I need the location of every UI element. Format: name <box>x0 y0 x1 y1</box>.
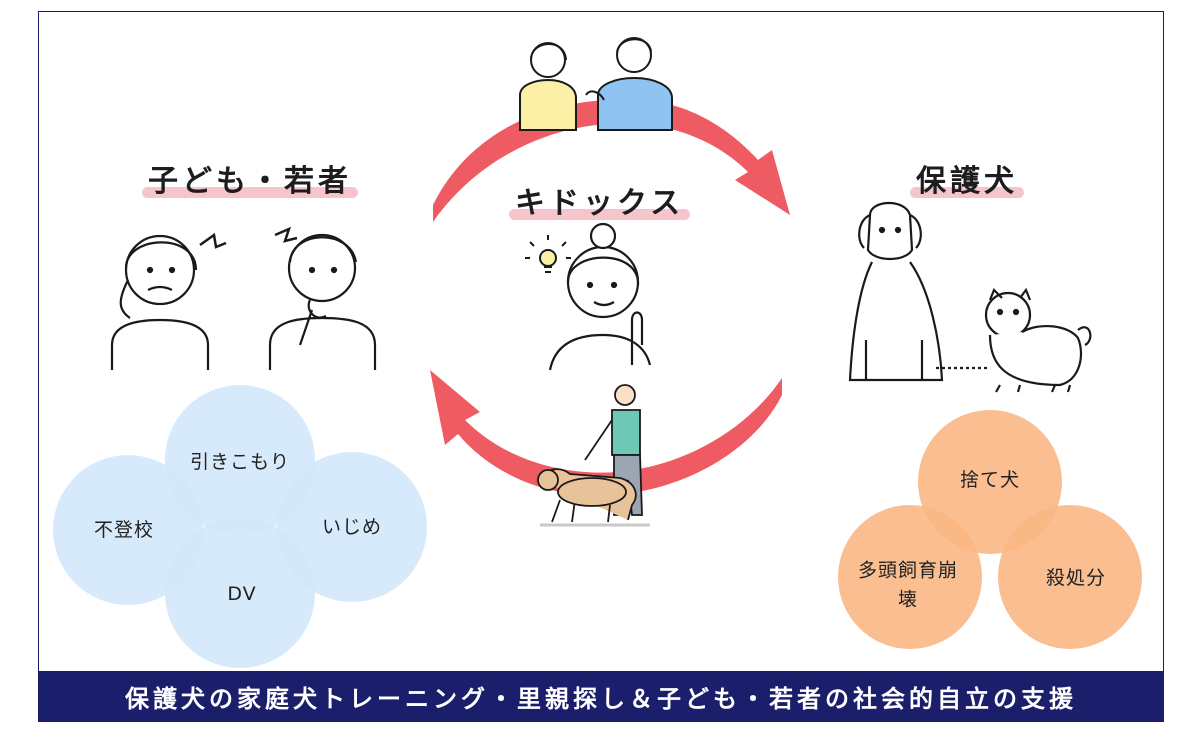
bottom-arrow <box>430 370 782 496</box>
lightbulb-icon <box>525 235 571 273</box>
youth-issue-circles <box>53 385 427 668</box>
confused-girl-icon <box>110 232 227 370</box>
issue-dv: DV <box>227 582 257 605</box>
worried-boy-icon <box>268 226 377 370</box>
issue-ijime: いじめ <box>321 515 383 538</box>
issue-multi-dog-hoarding: 多頭飼育崩壊 <box>857 559 958 611</box>
issue-futoko: 不登校 <box>93 518 155 541</box>
issue-culling: 殺処分 <box>1045 566 1107 589</box>
small-dog-icon <box>984 287 1092 393</box>
woman-idea-icon <box>548 222 652 371</box>
heading-kidox: キドックス <box>509 178 691 222</box>
bottom-banner: 保護犬の家庭犬トレーニング・里親探し＆子ども・若者の社会的自立の支援 <box>38 671 1164 722</box>
issue-abandoned-dogs: 捨て犬 <box>959 468 1021 491</box>
talking-kids-icon <box>519 37 673 131</box>
guide-dog-walker-icon <box>537 384 650 527</box>
heading-dogs: 保護犬 <box>910 156 1024 200</box>
issue-hikikomori: 引きこもり <box>189 450 291 473</box>
sitting-dog-icon <box>848 201 990 382</box>
dog-issue-circles <box>838 410 1142 649</box>
banner-text: 保護犬の家庭犬トレーニング・里親探し＆子ども・若者の社会的自立の支援 <box>125 685 1077 713</box>
heading-youth: 子ども・若者 <box>142 156 358 200</box>
